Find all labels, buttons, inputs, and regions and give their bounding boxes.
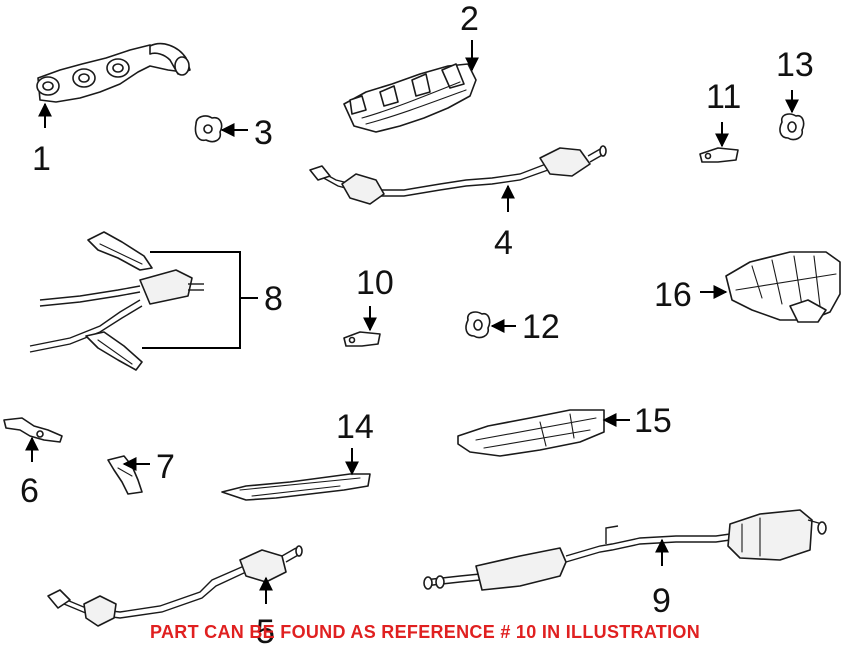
callout-7: 7 bbox=[156, 448, 175, 486]
callout-16: 16 bbox=[654, 276, 692, 314]
part-7-bracket bbox=[107, 455, 143, 495]
callout-12: 12 bbox=[522, 308, 560, 346]
part-2-exhaust-manifold-right bbox=[343, 63, 477, 133]
part-11-hanger-bracket bbox=[699, 147, 739, 163]
callout-4: 4 bbox=[494, 224, 513, 262]
part-1-exhaust-manifold-left bbox=[36, 42, 191, 103]
callout-13: 13 bbox=[776, 46, 814, 84]
part-4-front-pipe-catalyst bbox=[309, 145, 607, 205]
part-12-rubber-mount bbox=[465, 311, 491, 339]
callout-11: 11 bbox=[706, 78, 741, 116]
part-16-rear-heat-shield bbox=[725, 251, 841, 323]
part-10-hanger-bracket bbox=[343, 331, 381, 347]
callout-3: 3 bbox=[254, 114, 273, 152]
part-3-gasket bbox=[194, 115, 223, 143]
callout-1: 1 bbox=[32, 140, 51, 178]
reference-note: PART CAN BE FOUND AS REFERENCE # 10 IN I… bbox=[150, 622, 700, 642]
part-15-heat-shield bbox=[457, 409, 605, 457]
callout-14: 14 bbox=[336, 408, 374, 446]
callout-9: 9 bbox=[652, 582, 671, 620]
part-8-intermediate-pipe-shields bbox=[29, 231, 204, 371]
callout-15: 15 bbox=[634, 402, 672, 440]
callout-2: 2 bbox=[460, 0, 479, 38]
part-9-rear-exhaust-muffler bbox=[423, 509, 827, 591]
part-6-bracket bbox=[3, 417, 63, 443]
callout-6: 6 bbox=[20, 472, 39, 510]
part-5-front-pipe-assembly bbox=[47, 545, 303, 627]
callout-8: 8 bbox=[264, 280, 283, 318]
callout-10: 10 bbox=[356, 264, 394, 302]
callout-5: 5 bbox=[256, 613, 275, 649]
part-14-heat-shield bbox=[221, 473, 371, 501]
leader-8-bracket bbox=[142, 251, 258, 349]
part-13-rubber-mount bbox=[779, 113, 805, 141]
